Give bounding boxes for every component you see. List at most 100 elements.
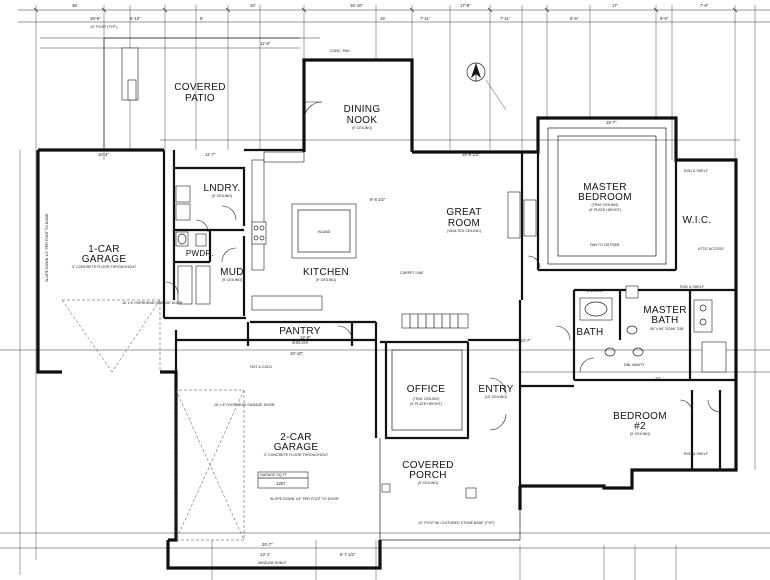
dim-top-10: 7'-6" (700, 3, 709, 8)
label-garage-1car-1: 1-CAR (88, 244, 120, 255)
label-office: OFFICE (407, 384, 445, 395)
note-fan-outside: FAN TO OUTSIDE (590, 243, 620, 247)
dim-row1-4: 15'-7" (606, 120, 617, 125)
dim-row2-2: 13'-7" (520, 338, 531, 343)
dim-top-3: 10' (250, 3, 256, 8)
annotation-notes: 10" POST (TYP.) CONC. PAD FAN TO OUTSIDE… (45, 25, 724, 565)
note-nook-opening: CONC. PAD (330, 49, 350, 53)
label-great-room-2: ROOM (448, 218, 480, 229)
label-master-bedroom-ceiling: (TRAY CEILING) (591, 203, 618, 207)
label-island: ISLAND (318, 230, 331, 234)
note-shelves-tub: SHELVES (586, 289, 603, 293)
label-garage-2car-2: GARAGE (274, 442, 319, 453)
note-carpet-line: CARPET LINE (400, 271, 424, 275)
dim-top-0: 36' (72, 3, 78, 8)
dim-row1-3: 18'-9 1/2" (462, 152, 480, 157)
label-laundry: LNDRY. (203, 183, 240, 194)
dim-top-1: 5'-10" (130, 16, 141, 21)
dim-top-6: 7'-11" (500, 16, 511, 21)
dim-top-7: 6'-6" (570, 16, 579, 21)
label-wic: W.I.C. (682, 215, 711, 226)
north-arrow-icon (466, 62, 486, 82)
note-shelves-pantry: SHELVES (292, 341, 309, 345)
label-master-bedroom-2: BEDROOM (578, 192, 632, 203)
label-entry-ceiling: (10' CEILING) (485, 395, 507, 399)
dim-top-5: 7'-11" (420, 16, 431, 21)
note-rod-shelf-wic: ROD & SHELF (680, 285, 705, 289)
label-powder: PWDR. (186, 249, 214, 258)
note-wall-bottom: WINDOW SHELF (258, 561, 287, 565)
label-laundry-ceiling: (9' CEILING) (212, 194, 232, 198)
dimension-lines (0, 5, 770, 580)
dim-bottom-1: 13'-1" (260, 552, 271, 557)
doors (165, 101, 721, 431)
interior-walls (162, 148, 736, 486)
note-rod-shelf-bed2: ROD & SHELF (684, 452, 709, 456)
label-bedroom2-1: BEDROOM (613, 411, 667, 422)
label-office-plate: (9' PLATE HEIGHT) (410, 402, 442, 406)
note-porch-post: 10" POST W/ CULTURED STONE BASE (TYP.) (418, 521, 495, 525)
label-kitchen-ceiling: (9' CEILING) (316, 278, 336, 282)
note-soak-tub: 36" x 60" SOAK TUB (650, 327, 684, 331)
kitchen-island (291, 203, 357, 259)
note-attic-access: ATTIC ACCESS (698, 247, 724, 251)
dim-top2-1: 11'-6" (260, 41, 271, 46)
label-garage-2car-1: 2-CAR (280, 432, 312, 443)
label-entry: ENTRY (478, 384, 513, 395)
dim-top2-0: 18'-6" (90, 16, 101, 21)
note-dbl-vanity: DBL VANITY (624, 363, 645, 367)
note-garage-sqft-value: 1257 (276, 481, 286, 486)
label-garage-1car-note: 4" CONCRETE FLOOR THROUGHOUT (72, 265, 137, 269)
label-master-bath-1: MASTER (643, 305, 686, 316)
label-bath: BATH (576, 327, 603, 338)
label-master-bedroom-1: MASTER (583, 182, 626, 193)
dim-row1-0: 16'-3" (98, 152, 109, 157)
label-great-room-1: GREAT (446, 207, 481, 218)
note-ovhd-door-1: 16' x 8' OVERHEAD GARAGE DOOR (122, 301, 183, 305)
label-bedroom2-ceiling: (9' CEILING) (630, 432, 650, 436)
dim-row1-2: 9'-8 1/2" (370, 197, 386, 202)
label-dining-nook-ceiling: (9' CEILING) (352, 126, 372, 130)
label-master-bedroom-plate: (9' PLATE HEIGHT) (589, 208, 621, 212)
label-pantry: PANTRY (279, 326, 320, 337)
label-covered-patio-2: PATIO (185, 93, 215, 104)
label-kitchen: KITCHEN (303, 267, 349, 278)
label-covered-porch-1: COVERED (402, 460, 454, 471)
label-mud-ceiling: (9' CEILING) (222, 278, 242, 282)
label-covered-porch-ceiling: (9' CEILING) (418, 481, 438, 485)
note-garage-sqft-label: GARAGE SQ FT. (260, 473, 288, 477)
note-hot-cold: HOT & COLD (250, 365, 272, 369)
room-labels: COVERED PATIO DINING NOOK (9' CEILING) M… (72, 82, 711, 485)
dim-row1-1: 11'-7" (205, 152, 216, 157)
label-garage-2car-note: 4" CONCRETE FLOOR THROUGHOUT (264, 453, 329, 457)
note-rod-shelf-top: ROD & SHELF (684, 169, 709, 173)
note-post-top: 10" POST (TYP.) (90, 25, 117, 29)
note-slope-1car: SLOPE DOWN 1/4" PER FOOT TO DOOR (45, 213, 49, 282)
fixtures (61, 47, 727, 541)
dim-row2-1: 12'-8" (300, 335, 311, 340)
dim-top2-3: 15' (380, 16, 386, 21)
label-dining-nook-2: NOOK (347, 115, 378, 126)
label-great-room-ceiling: (VAULTED CEILING) (447, 229, 481, 233)
dim-top2-2: 17'-8" (460, 3, 471, 8)
dim-row2-3: 12' (655, 376, 661, 381)
label-office-ceiling: (TRAY CEILING) (412, 397, 439, 401)
dim-top-4: 16'-10" (350, 3, 364, 8)
dim-top-9: 6'-6" (660, 16, 669, 21)
label-garage-1car-2: GARAGE (82, 254, 127, 265)
label-covered-patio-1: COVERED (174, 82, 226, 93)
dim-bottom-0: 20'-7" (262, 542, 273, 547)
note-ovhd-door-2: 16' x 8' OVERHEAD GARAGE DOOR (214, 403, 275, 407)
note-slope-2car: SLOPE DOWN 1/4" PER FOOT TO DOOR (270, 497, 339, 501)
dimension-labels: 36' 5'-10" 6' 10' 16'-10" 7'-11" 7'-11" … (72, 3, 709, 557)
label-covered-porch-2: PORCH (409, 470, 447, 481)
dim-top-8: 17' (612, 3, 618, 8)
dim-row2-0: 10'-10" (290, 351, 304, 356)
label-mud: MUD (220, 267, 244, 278)
dim-bottom-2: 5'-7 1/2" (340, 552, 356, 557)
label-bedroom2-2: #2 (634, 421, 646, 432)
label-dining-nook-1: DINING (344, 104, 381, 115)
label-master-bath-2: BATH (651, 315, 678, 326)
dim-top-2: 6' (200, 16, 203, 21)
